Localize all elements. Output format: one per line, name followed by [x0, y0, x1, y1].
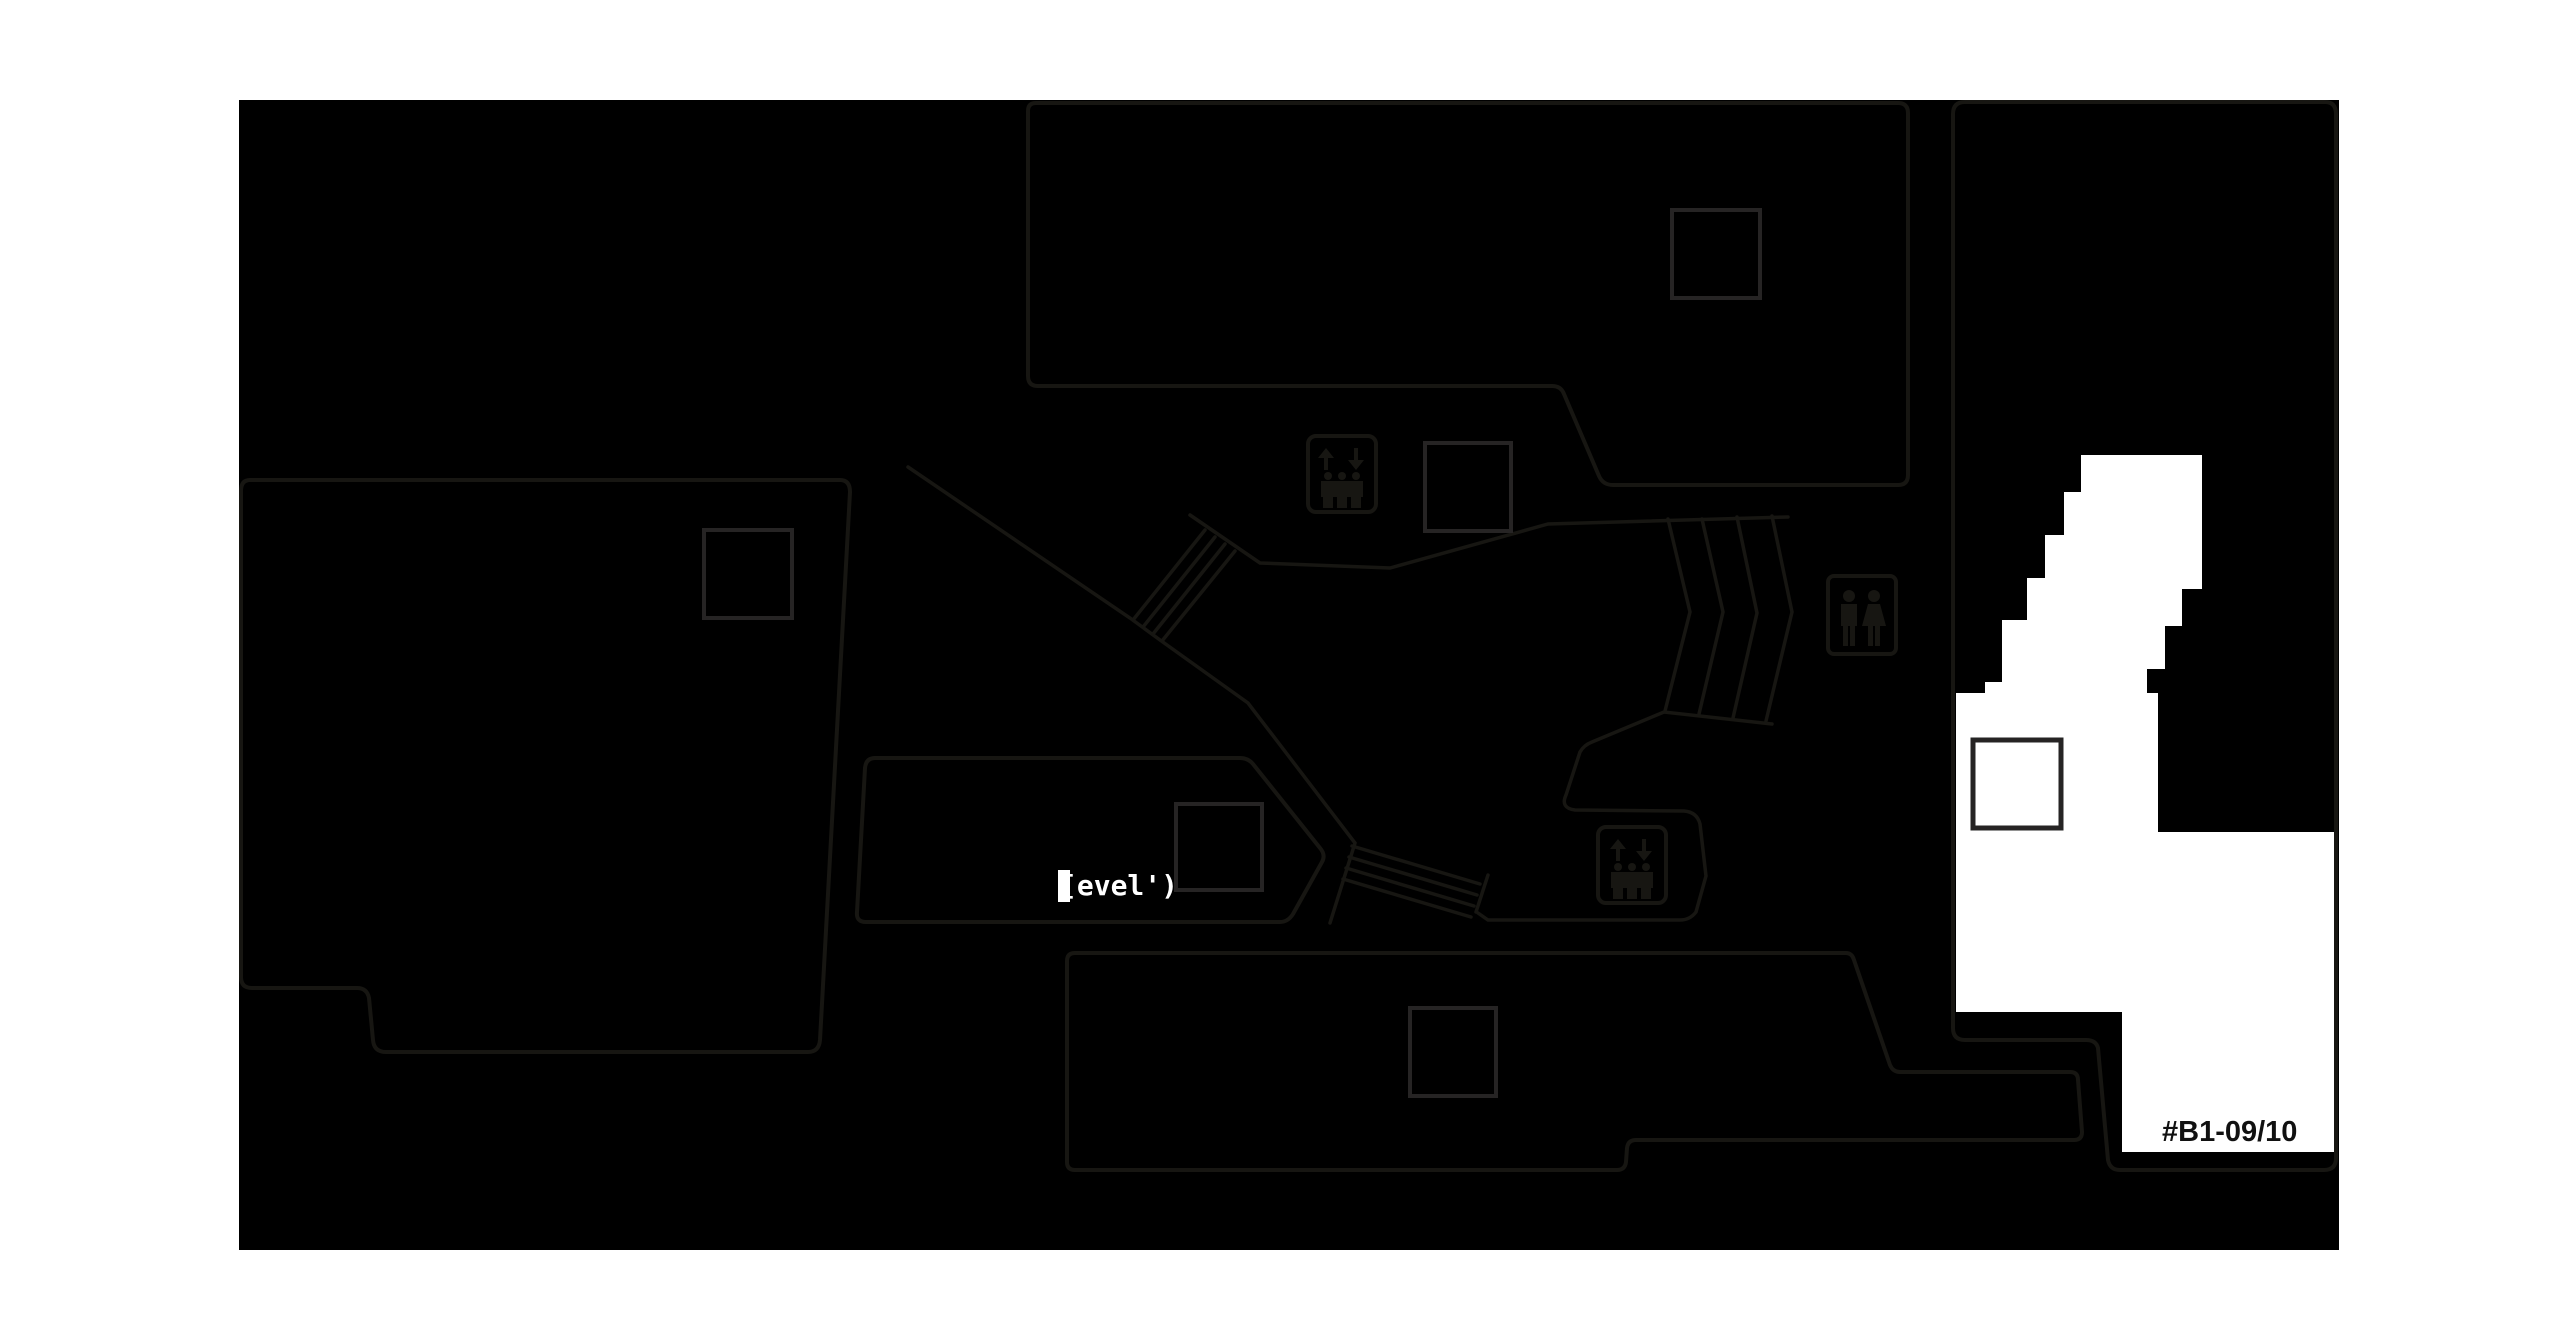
escalator-upper — [1131, 528, 1237, 643]
area-label: [evel') — [1058, 869, 1179, 902]
restroom-icon[interactable] — [1826, 574, 1898, 656]
elevator-icon[interactable] — [1306, 434, 1378, 514]
corridor-upper-path — [1188, 513, 1790, 570]
escalator-lower — [1341, 844, 1490, 919]
left-building-outline[interactable] — [239, 478, 852, 1054]
unit-number-label: #B1-09/10 — [2162, 1116, 2298, 1148]
highlighted-unit-area[interactable] — [1956, 455, 2335, 1152]
middle-building-outline[interactable] — [854, 756, 1326, 924]
stairs-chevron — [1663, 514, 1794, 723]
corridor-lower-path — [1476, 710, 1774, 922]
map-canvas — [239, 100, 2339, 1250]
bottom-building-marker — [1408, 1006, 1498, 1098]
upper-center-marker — [1423, 441, 1513, 533]
elevator-icon[interactable] — [1596, 825, 1668, 905]
right-building-marker — [1970, 737, 2064, 831]
left-building-marker — [702, 528, 794, 620]
top-building-marker — [1670, 208, 1762, 300]
middle-building-marker — [1174, 802, 1264, 892]
bottom-building-outline[interactable] — [1065, 951, 2084, 1172]
top-building-outline[interactable] — [1026, 101, 1910, 487]
right-building-outline[interactable] — [1951, 100, 2338, 1172]
